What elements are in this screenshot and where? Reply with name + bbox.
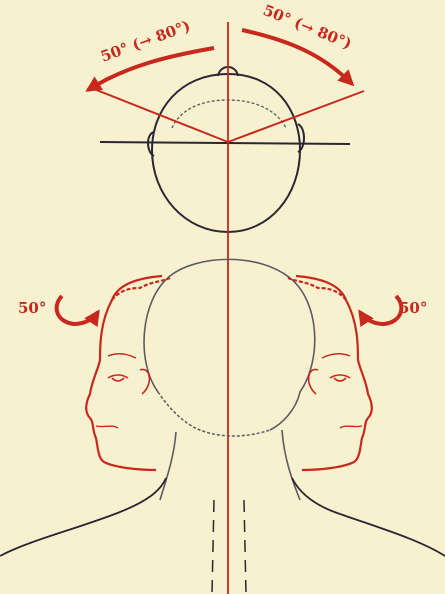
top-view-head [100, 67, 350, 232]
top-horizontal-axis [100, 142, 350, 144]
spine-right-dash [244, 500, 246, 594]
left-profile-eye [108, 375, 128, 381]
back-head-hairline [158, 392, 270, 436]
top-left-arc-label: 50° (→ 80°) [98, 17, 192, 66]
right-profile-mouth [340, 426, 362, 428]
back-neck-right [282, 430, 300, 500]
right-profile-brow [322, 354, 350, 358]
left-rotation-arrow [57, 296, 98, 324]
right-profile-head [288, 276, 372, 470]
top-right-arc-label: 50° (→ 80°) [261, 1, 355, 53]
left-profile-mouth [96, 426, 118, 428]
left-profile-brow [108, 354, 136, 358]
back-view-head [0, 259, 445, 594]
top-head-hairline [172, 100, 286, 128]
shoulders-outline [0, 478, 445, 556]
spine-left-dash [212, 500, 214, 594]
right-rotation-label: 50° [399, 299, 427, 317]
right-rotation-arrow [360, 296, 401, 324]
left-profile-ear [140, 369, 149, 394]
left-rotation-label: 50° [18, 299, 46, 317]
right-rotation-ray [228, 91, 364, 142]
left-rotation-ray [94, 89, 228, 142]
right-profile-outline [296, 276, 372, 470]
back-head-outline [144, 259, 315, 430]
top-head-outline [152, 74, 300, 232]
right-profile-ear [309, 369, 318, 394]
left-profile-head [86, 276, 170, 470]
right-profile-eye [330, 375, 350, 381]
back-neck-left [160, 432, 176, 500]
